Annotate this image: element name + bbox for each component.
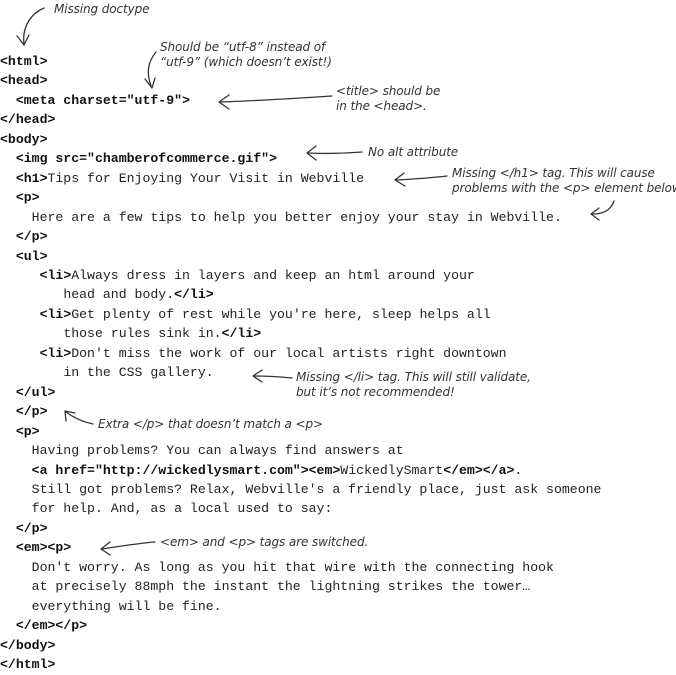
note-em-p-switched: <em> and <p> tags are switched. [160,535,369,549]
code-tag: </p> [15,404,48,420]
code-line: in the CSS gallery. [0,363,601,382]
arrow-doctype-icon [23,7,45,45]
note-title-line-2: in the <head>. [336,99,427,113]
code-line: <img src="chamberofcommerce.gif"> [0,149,601,168]
code-line: head and body.</li> [0,285,601,304]
code-text: for help. And, as a local used to say: [31,501,333,517]
code-tag: <h1> [15,170,48,186]
note-charset-line-1: Should be “utf-8” instead of [160,40,326,54]
arrowhead-doctype-icon [16,34,30,46]
code-line: everything will be fine. [0,597,601,616]
code-line: </body> [0,636,601,655]
code-text: at precisely 88mph the instant the light… [31,579,531,595]
code-line: those rules sink in.</li> [0,324,601,343]
code-line: Still got problems? Relax, Webville's a … [0,480,602,499]
code-text: Still got problems? Relax, Webville's a … [31,481,602,497]
code-text: head and body. [63,287,175,303]
code-line: <html> [0,52,601,71]
code-line: Having problems? You can always find ans… [0,441,601,460]
code-line: <em><p> [0,538,601,557]
note-title-in-head: <title> should be in the <head>. [336,84,440,114]
note-missing-h1-close: Missing </h1> tag. This will cause probl… [452,166,676,196]
code-line: </p> [0,402,601,421]
code-text: Here are a few tips to help you better e… [31,209,562,225]
code-tag: <img src="chamberofcommerce.gif"> [15,151,277,167]
note-charset: Should be “utf-8” instead of “utf-9” (wh… [160,40,332,70]
code-line: <li>Get plenty of rest while you're here… [0,305,601,324]
code-tag: <p> [15,190,40,206]
code-line: for help. And, as a local used to say: [0,499,601,518]
code-tag: <a href="http://wickedlysmart.com"><em> [31,462,341,478]
code-line: Don't worry. As long as you hit that wir… [0,558,601,577]
code-tag: </li> [221,326,262,342]
code-tag: </ul> [15,384,56,400]
code-tag: <head> [0,73,48,89]
code-line: <a href="http://wickedlysmart.com"><em>W… [0,461,601,480]
code-tag: </body> [0,637,56,653]
code-tag: </em></a> [443,462,515,478]
code-tag: <li> [39,267,72,283]
note-extra-p: Extra </p> that doesn’t match a <p> [98,417,323,431]
code-line: <body> [0,130,601,149]
code-text: Having problems? You can always find ans… [31,443,404,459]
note-li-line-2: but it’s not recommended! [296,385,455,399]
code-listing: <html> <head> <meta charset="utf-9"> </hea… [0,52,601,675]
code-text: those rules sink in. [63,326,222,342]
code-line: <p> [0,188,601,207]
code-text: in the CSS gallery. [63,365,214,381]
code-text: WickedlySmart [340,462,444,478]
code-line: <li>Don't miss the work of our local art… [0,344,601,363]
code-line: <head> [0,71,601,90]
code-line: </ul> [0,383,601,402]
note-title-line-1: <title> should be [336,84,441,98]
code-text: Don't worry. As long as you hit that wir… [31,559,554,575]
code-text: . [514,462,523,478]
code-tag: </head> [0,112,56,128]
code-line: <ul> [0,247,601,266]
note-li-line-1: Missing </li> tag. This will still valid… [296,370,531,384]
code-text: Always dress in layers and keep an html … [71,267,475,283]
note-no-alt: No alt attribute [368,145,459,159]
code-tag: <p> [15,423,40,439]
code-line: <h1>Tips for Enjoying Your Visit in Webv… [0,169,601,188]
note-h1-line-1: Missing </h1> tag. This will cause [452,166,655,180]
code-text: Tips for Enjoying Your Visit in Webville [47,170,365,186]
note-charset-line-2: “utf-9” (which doesn’t exist!) [160,55,332,69]
note-missing-doctype: Missing doctype [54,2,150,16]
note-missing-li-close: Missing </li> tag. This will still valid… [296,370,531,400]
code-line: <li>Always dress in layers and keep an h… [0,266,601,285]
code-tag: </p> [15,229,48,245]
code-text: everything will be fine. [31,598,222,614]
code-tag: </li> [174,287,214,303]
code-tag: <body> [0,131,48,147]
code-tag: <li> [39,306,72,322]
code-tag: </html> [0,657,56,673]
code-tag: <em><p> [15,540,72,556]
code-tag: <li> [39,345,72,361]
code-line: at precisely 88mph the instant the light… [0,577,601,596]
code-line: Here are a few tips to help you better e… [0,208,601,227]
code-tag: <meta charset="utf-9"> [15,92,190,108]
code-line: </p> [0,227,601,246]
code-line: <meta charset="utf-9"> [0,91,601,110]
code-line: </html> [0,655,601,674]
code-line: </head> [0,110,601,129]
code-tag: </p> [15,520,48,536]
code-text: Don't miss the work of our local artists… [71,345,507,361]
code-tag: <html> [0,54,48,69]
code-line: </em></p> [0,616,601,635]
code-line: <p> [0,422,601,441]
note-h1-line-2: problems with the <p> element below. [452,181,676,195]
code-tag: </em></p> [15,618,88,634]
code-tag: <ul> [15,248,48,264]
code-line: </p> [0,519,601,538]
code-text: Get plenty of rest while you're here, sl… [71,306,491,322]
